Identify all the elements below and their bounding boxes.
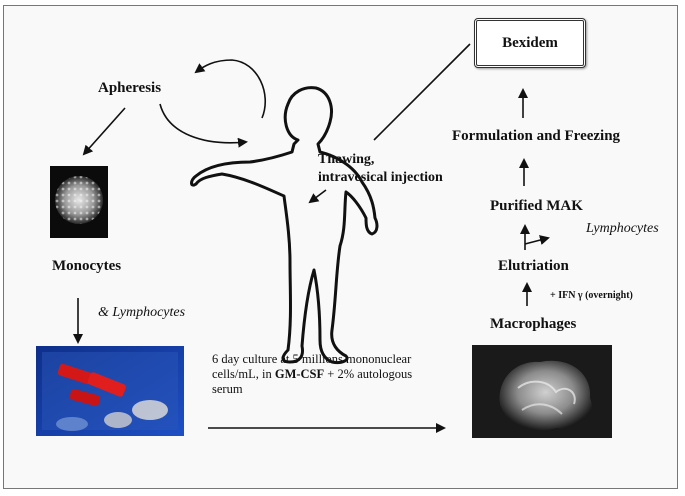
macrophages-label: Macrophages (490, 316, 577, 332)
apheresis-label: Apheresis (98, 80, 162, 96)
arrow-thawing-to-human (308, 189, 327, 204)
monocyte-image (50, 166, 108, 238)
lymphocytes-side-label: Lymphocytes (586, 221, 659, 236)
macrophage-image (472, 345, 612, 438)
lymphocytes-and-label: & Lymphocytes (98, 305, 186, 320)
intravesical-label: intravesical injection (318, 170, 443, 185)
bexidem-box: Bexidem (474, 18, 586, 68)
bexidem-label: Bexidem (502, 34, 558, 51)
culture-description: 6 day culture at 5 millions mononuclear … (212, 352, 452, 397)
arrow-lymphocytes-out (524, 235, 550, 245)
ifn-label: + IFN γ (overnight) (550, 290, 633, 301)
human-figure (190, 86, 379, 364)
arrow-apheresis-to-monocytes (82, 107, 126, 156)
elutriation-label: Elutriation (498, 258, 569, 274)
arrows (73, 43, 550, 433)
purified-mak-label: Purified MAK (490, 198, 583, 214)
monocytes-label: Monocytes (52, 258, 122, 274)
culture-line-3: serum (212, 382, 243, 396)
gm-csf-label: GM-CSF (274, 367, 325, 381)
culture-line-1: 6 day culture at 5 millions mononuclear (212, 352, 412, 366)
arrow-apheresis-to-human (159, 103, 248, 148)
arrow-bexidem-line (373, 43, 471, 141)
culture-line-2-post: + 2% autologous (324, 367, 413, 381)
arrow-human-to-apheresis (194, 59, 267, 119)
culture-line-2-pre: cells/mL, in (212, 367, 275, 381)
culture-line-2: cells/mL, in GM-CSF + 2% autologous (212, 367, 452, 382)
formulation-label: Formulation and Freezing (452, 128, 621, 144)
thawing-label: Thawing, (318, 152, 375, 167)
lab-culture-photo (36, 346, 184, 436)
